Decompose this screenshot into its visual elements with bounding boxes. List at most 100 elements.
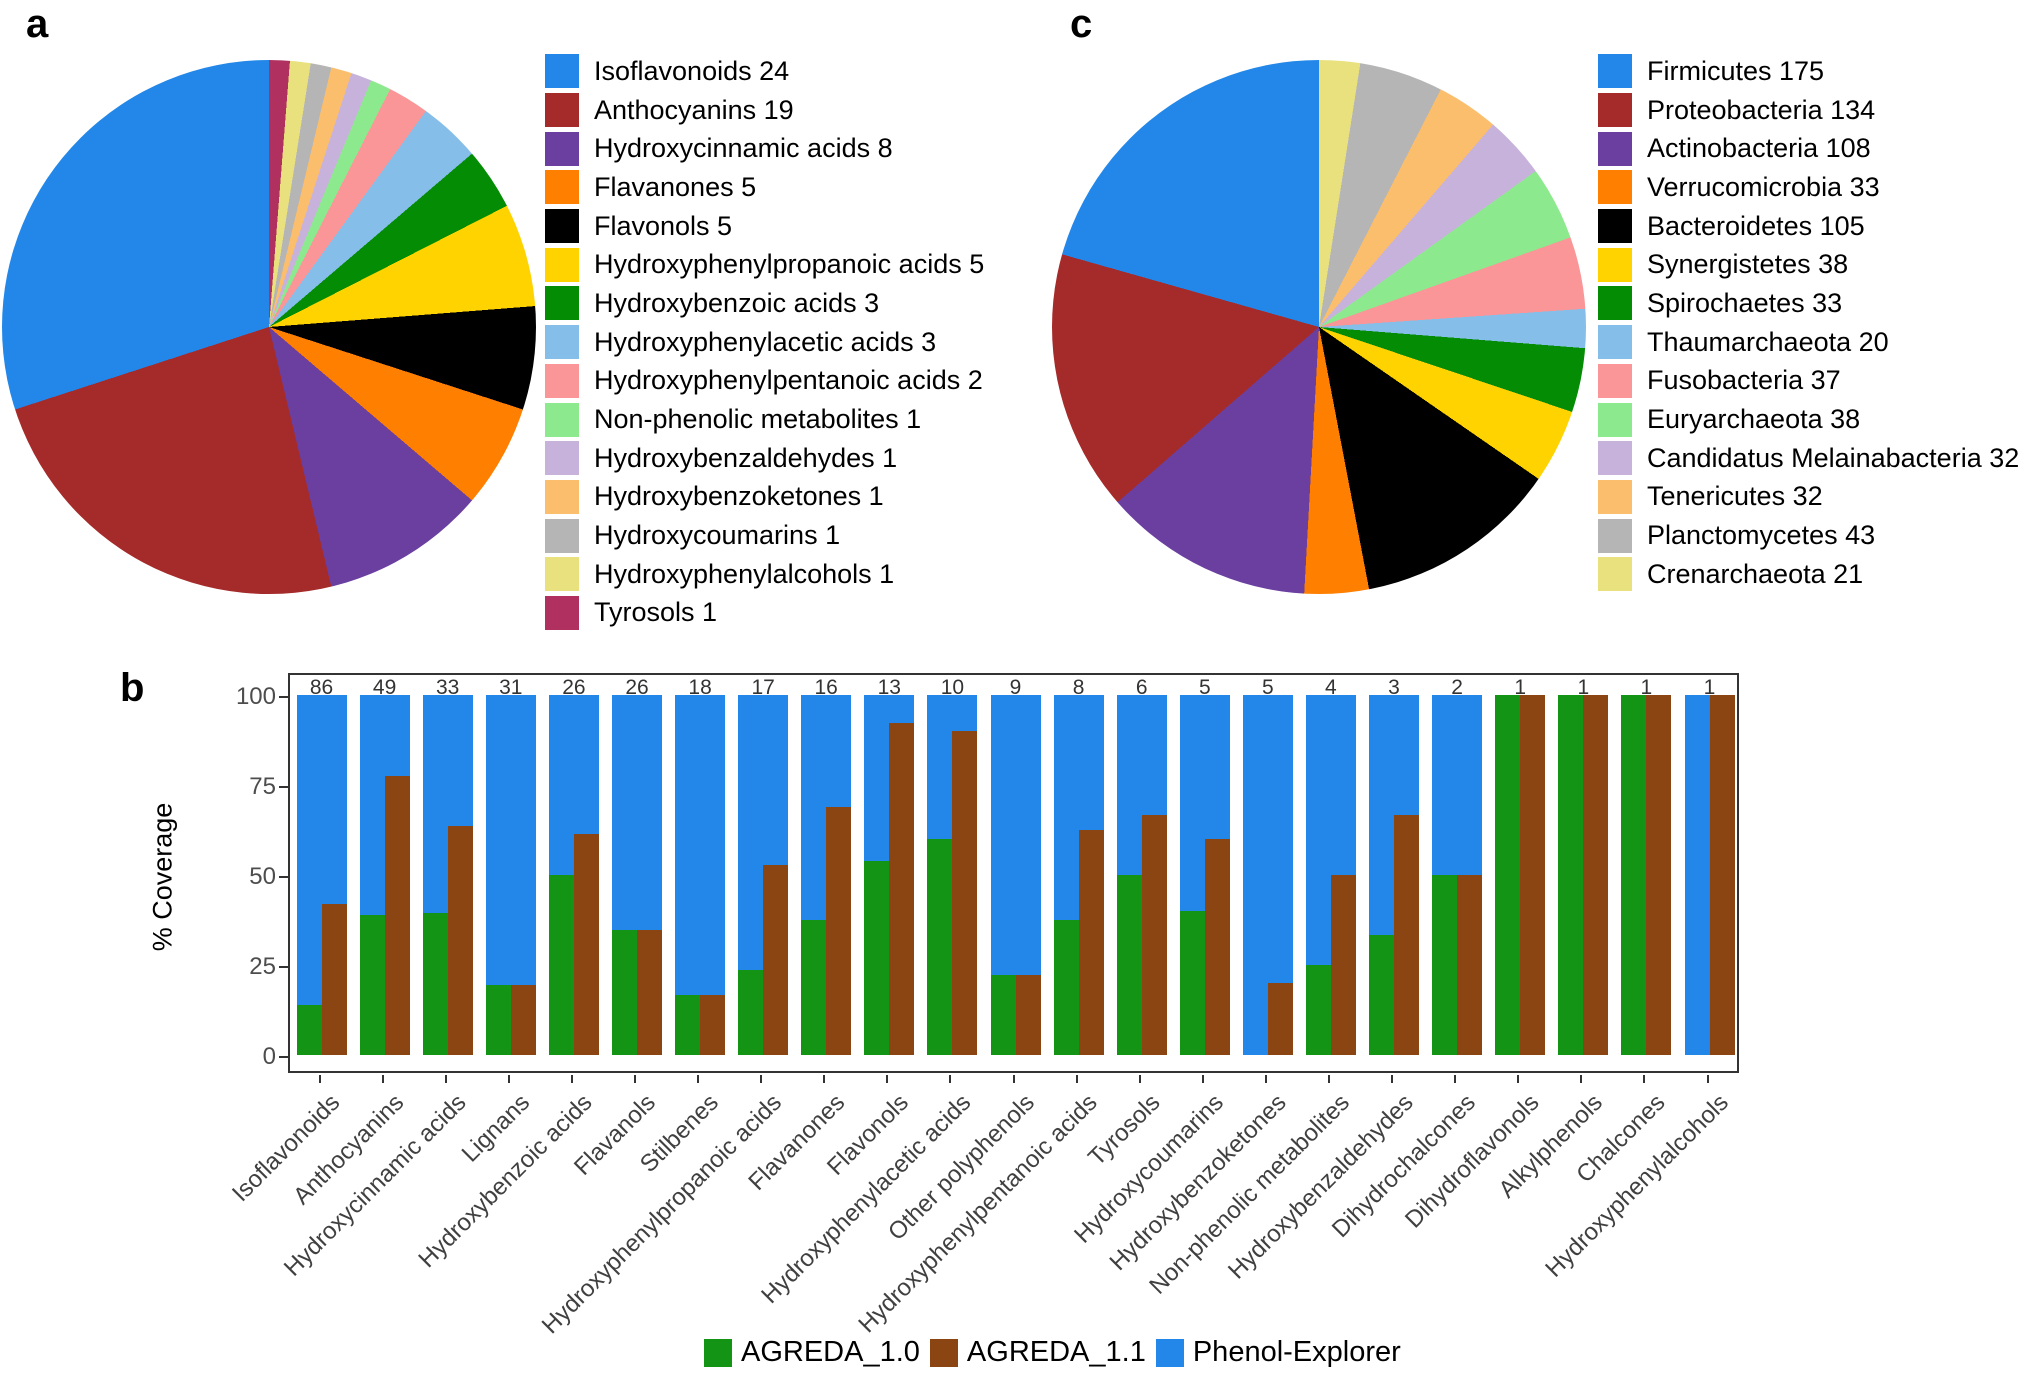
bar-agreda-1-0	[1116, 875, 1142, 1055]
panel-label-a: a	[26, 2, 49, 46]
legend-item-label: Bacteroidetes 105	[1647, 210, 1865, 241]
bar-legend-item: Phenol-Explorer	[1155, 1336, 1401, 1369]
bar-agreda-1-0	[801, 920, 827, 1055]
legend-color-swatch	[1598, 325, 1632, 360]
legend-item: Hydroxycinnamic acids 8	[545, 129, 984, 168]
legend-item: Spirochaetes 33	[1598, 284, 2019, 323]
bar-agreda-1-1	[637, 930, 662, 1055]
x-tick-mark	[1327, 1075, 1330, 1083]
bar-count-label: 1	[1640, 676, 1653, 699]
legend-item: Tenericutes 32	[1598, 478, 2019, 517]
bar-legend-color-swatch	[704, 1338, 732, 1367]
bar-chart-legend: AGREDA_1.0 AGREDA_1.1 Phenol-Explorer	[704, 1336, 1411, 1369]
bar-agreda-1-0	[1305, 965, 1331, 1055]
bar-count-label: 1	[1703, 676, 1716, 699]
bar-agreda-1-0	[990, 975, 1016, 1055]
x-tick-mark	[1454, 1075, 1457, 1083]
legend-color-swatch	[1598, 93, 1632, 128]
bar-count-label: 1	[1577, 676, 1590, 699]
legend-color-swatch	[545, 595, 579, 630]
legend-color-swatch	[545, 93, 579, 128]
bar-agreda-1-1	[826, 807, 852, 1055]
bar-agreda-1-1	[1457, 875, 1483, 1055]
bar-agreda-1-1	[1015, 975, 1041, 1055]
legend-item: Hydroxybenzoic acids 3	[545, 284, 984, 323]
bar-count-label: 6	[1135, 676, 1148, 699]
y-tick-label: 75	[249, 773, 276, 800]
legend-item: Proteobacteria 134	[1598, 91, 2019, 130]
legend-item-label: Synergistetes 38	[1647, 249, 1849, 280]
legend-item: Isoflavonoids 24	[545, 52, 984, 91]
legend-color-swatch	[545, 479, 579, 514]
legend-item-label: Hydroxybenzaldehydes 1	[594, 442, 898, 473]
legend-item: Hydroxybenzaldehydes 1	[545, 439, 984, 478]
x-tick-mark	[886, 1075, 889, 1083]
legend-item-label: Euryarchaeota 38	[1647, 404, 1861, 435]
bar-agreda-1-1	[573, 833, 599, 1055]
bar-agreda-1-0	[1179, 911, 1205, 1055]
legend-color-swatch	[1598, 286, 1632, 321]
legend-item-label: Proteobacteria 134	[1647, 94, 1876, 125]
legend-item: Fusobacteria 37	[1598, 362, 2019, 401]
bar-legend-label: AGREDA_1.1	[966, 1336, 1146, 1368]
x-tick-mark	[444, 1075, 447, 1083]
legend-color-swatch	[1598, 557, 1632, 592]
bar-count-label: 3	[1388, 676, 1400, 699]
legend-item: Anthocyanins 19	[545, 91, 984, 130]
bar-legend-item: AGREDA_1.1	[929, 1336, 1146, 1369]
bar-agreda-1-1	[510, 985, 536, 1055]
y-tick-mark	[279, 696, 288, 698]
legend-item-label: Actinobacteria 108	[1647, 133, 1871, 164]
legend-color-swatch	[1598, 363, 1632, 398]
legend-item: Flavonols 5	[545, 207, 984, 246]
bar-agreda-1-0	[485, 985, 511, 1055]
x-tick-mark	[1138, 1075, 1141, 1083]
y-tick-mark	[279, 1056, 288, 1058]
bar-legend-item: AGREDA_1.0	[704, 1336, 920, 1369]
bar-count-label: 2	[1451, 676, 1463, 699]
legend-item-label: Flavonols 5	[594, 210, 733, 241]
legend-item: Planctomycetes 43	[1598, 516, 2019, 555]
x-tick-mark	[1580, 1075, 1583, 1083]
bar-count-label: 4	[1325, 676, 1337, 699]
legend-item-label: Hydroxybenzoic acids 3	[594, 287, 880, 318]
bar-agreda-1-1	[1709, 695, 1735, 1055]
bar-agreda-1-1	[321, 904, 347, 1055]
legend-item: Crenarchaeota 21	[1598, 555, 2019, 594]
legend-color-swatch	[545, 441, 579, 476]
legend-item-label: Hydroxyphenylpentanoic acids 2	[594, 365, 983, 396]
y-tick-mark	[279, 966, 288, 968]
legend-item: Actinobacteria 108	[1598, 129, 2019, 168]
bar-count-label: 16	[814, 676, 838, 699]
bar-count-label: 1	[1514, 676, 1527, 699]
legend-color-swatch	[1598, 402, 1632, 437]
x-tick-mark	[1201, 1075, 1204, 1083]
legend-color-swatch	[1598, 479, 1632, 514]
legend-color-swatch	[545, 557, 579, 592]
legend-item: Synergistetes 38	[1598, 245, 2019, 284]
legend-color-swatch	[1598, 131, 1632, 166]
bar-agreda-1-0	[1621, 695, 1647, 1055]
legend-item-label: Hydroxyphenylpropanoic acids 5	[594, 249, 985, 280]
legend-item: Flavanones 5	[545, 168, 984, 207]
bar-count-label: 8	[1072, 676, 1085, 699]
legend-item-label: Hydroxycinnamic acids 8	[594, 133, 893, 164]
y-tick-mark	[279, 786, 288, 788]
legend-item: Euryarchaeota 38	[1598, 400, 2019, 439]
y-tick-label: 100	[235, 683, 276, 710]
bar-agreda-1-1	[1394, 814, 1419, 1055]
x-tick-mark	[760, 1075, 763, 1083]
legend-item: Hydroxyphenylpropanoic acids 5	[545, 245, 984, 284]
bar-agreda-1-0	[1432, 875, 1458, 1055]
bar-count-label: 5	[1261, 676, 1274, 699]
legend-item: Candidatus Melainabacteria 32	[1598, 439, 2019, 478]
legend-color-swatch	[1598, 209, 1632, 244]
bar-count-label: 5	[1198, 676, 1211, 699]
bar-count-label: 10	[940, 676, 965, 699]
bar-count-label: 49	[372, 676, 397, 699]
bar-agreda-1-1	[1141, 814, 1167, 1055]
legend-item: Firmicutes 175	[1598, 52, 2019, 91]
